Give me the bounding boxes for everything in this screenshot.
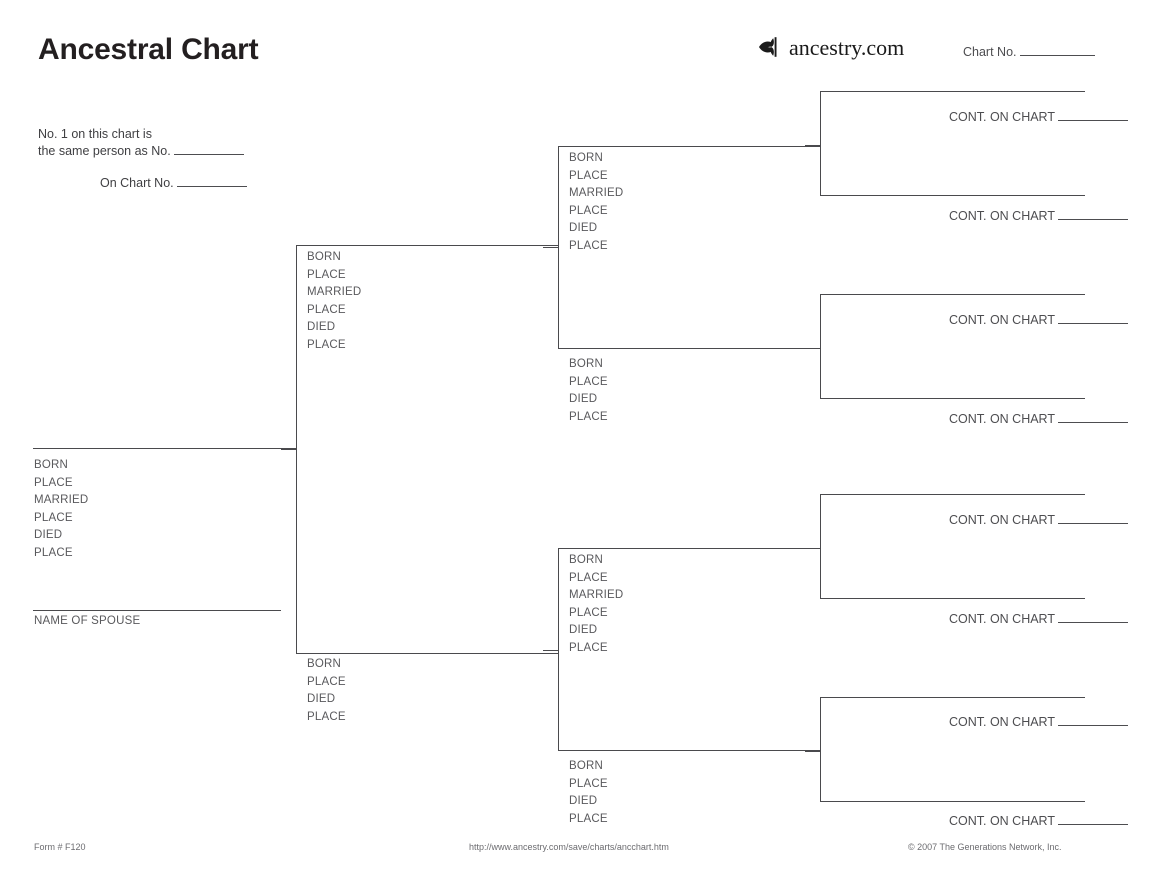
cont-on-chart-label: CONT. ON CHART <box>948 715 1055 729</box>
field-born: BORN <box>569 358 604 370</box>
footer-form-number: Form # F120 <box>34 842 86 852</box>
field-place: PLACE <box>569 571 608 584</box>
cont-on-chart-blank[interactable] <box>1058 323 1128 324</box>
field-married: MARRIED <box>307 286 362 298</box>
cont-on-chart-label: CONT. ON CHART <box>948 110 1055 124</box>
field-place: PLACE <box>569 777 608 790</box>
on-chart-no-blank[interactable] <box>176 186 247 187</box>
person-2-fields: BORN PLACE MARRIED PLACE DIED PLACE <box>307 249 361 354</box>
footer-copyright: © 2007 The Generations Network, Inc. <box>908 842 1062 852</box>
cont-on-chart-blank[interactable] <box>1058 824 1128 825</box>
cont-on-chart-5[interactable]: CONT. ON CHART <box>880 513 1128 527</box>
generation-4-bracket-4 <box>820 697 1085 802</box>
chart-no-label: Chart No. <box>963 45 1017 59</box>
generation-4-connector-3 <box>805 548 821 549</box>
field-place: PLACE <box>569 606 608 619</box>
field-died: DIED <box>569 795 598 807</box>
person-3-fields: BORN PLACE DIED PLACE <box>307 656 346 726</box>
field-born: BORN <box>569 152 604 164</box>
cont-on-chart-3[interactable]: CONT. ON CHART <box>880 313 1128 327</box>
person-5-fields: BORN PLACE DIED PLACE <box>569 356 608 426</box>
generation-3-connector-upper <box>543 247 559 248</box>
field-place: PLACE <box>307 338 346 351</box>
cont-on-chart-blank[interactable] <box>1058 120 1128 121</box>
field-born: BORN <box>34 459 69 471</box>
cont-on-chart-label: CONT. ON CHART <box>948 814 1055 828</box>
generation-2-connector <box>281 449 297 450</box>
intro-line-3: On Chart No. <box>100 176 247 190</box>
field-place: PLACE <box>569 169 608 182</box>
field-place: PLACE <box>34 546 73 559</box>
cont-on-chart-6[interactable]: CONT. ON CHART <box>880 612 1128 626</box>
generation-4-connector-1 <box>805 145 821 146</box>
intro-line-2: the same person as No. <box>38 144 244 158</box>
field-died: DIED <box>307 693 336 705</box>
person-1-name-line[interactable] <box>33 448 297 449</box>
field-born: BORN <box>307 251 342 263</box>
cont-on-chart-blank[interactable] <box>1058 622 1128 623</box>
spouse-label: NAME OF SPOUSE <box>34 615 141 627</box>
person-1-fields: BORN PLACE MARRIED PLACE DIED PLACE <box>34 457 88 562</box>
cont-on-chart-blank[interactable] <box>1058 422 1128 423</box>
field-place: PLACE <box>569 410 608 423</box>
generation-3-connector-lower <box>543 650 559 651</box>
cont-on-chart-blank[interactable] <box>1058 725 1128 726</box>
generation-4-bracket-1 <box>820 91 1085 196</box>
intro-line-2-text: the same person as No. <box>38 144 171 158</box>
field-place: PLACE <box>34 511 73 524</box>
field-place: PLACE <box>307 268 346 281</box>
ancestry-leaf-icon <box>757 36 787 58</box>
cont-on-chart-label: CONT. ON CHART <box>948 412 1055 426</box>
field-place: PLACE <box>307 675 346 688</box>
intro-line-1: No. 1 on this chart is <box>38 127 152 141</box>
field-married: MARRIED <box>569 187 624 199</box>
chart-no-blank[interactable] <box>1019 55 1095 56</box>
field-died: DIED <box>569 222 598 234</box>
cont-on-chart-2[interactable]: CONT. ON CHART <box>880 209 1128 223</box>
generation-4-connector-4 <box>805 751 821 752</box>
cont-on-chart-label: CONT. ON CHART <box>948 209 1055 223</box>
field-died: DIED <box>34 529 63 541</box>
person-7-fields: BORN PLACE DIED PLACE <box>569 758 608 828</box>
field-place: PLACE <box>569 239 608 252</box>
ancestry-brand-logo: ancestry.com <box>757 33 904 59</box>
cont-on-chart-blank[interactable] <box>1058 523 1128 524</box>
page-title: Ancestral Chart <box>38 33 259 66</box>
cont-on-chart-4[interactable]: CONT. ON CHART <box>880 412 1128 426</box>
cont-on-chart-8[interactable]: CONT. ON CHART <box>880 814 1128 828</box>
field-place: PLACE <box>569 204 608 217</box>
field-married: MARRIED <box>569 589 624 601</box>
same-person-no-blank[interactable] <box>173 154 244 155</box>
field-died: DIED <box>569 393 598 405</box>
chart-no-field[interactable]: Chart No. <box>963 45 1095 59</box>
field-place: PLACE <box>34 476 73 489</box>
cont-on-chart-label: CONT. ON CHART <box>948 612 1055 626</box>
field-born: BORN <box>569 760 604 772</box>
generation-4-bracket-2 <box>820 294 1085 399</box>
field-born: BORN <box>307 658 342 670</box>
field-place: PLACE <box>307 303 346 316</box>
cont-on-chart-blank[interactable] <box>1058 219 1128 220</box>
footer-url[interactable]: http://www.ancestry.com/save/charts/ancc… <box>469 842 669 852</box>
field-died: DIED <box>569 624 598 636</box>
field-born: BORN <box>569 554 604 566</box>
brand-wordmark: ancestry.com <box>789 35 905 60</box>
field-married: MARRIED <box>34 494 89 506</box>
spouse-name-line[interactable] <box>33 610 281 611</box>
cont-on-chart-7[interactable]: CONT. ON CHART <box>880 715 1128 729</box>
field-place: PLACE <box>569 375 608 388</box>
person-6-fields: BORN PLACE MARRIED PLACE DIED PLACE <box>569 552 623 657</box>
cont-on-chart-label: CONT. ON CHART <box>948 313 1055 327</box>
field-place: PLACE <box>569 812 608 825</box>
field-place: PLACE <box>569 641 608 654</box>
field-died: DIED <box>307 321 336 333</box>
person-4-fields: BORN PLACE MARRIED PLACE DIED PLACE <box>569 150 623 255</box>
generation-3-bracket-lower <box>558 548 820 751</box>
cont-on-chart-label: CONT. ON CHART <box>948 513 1055 527</box>
field-place: PLACE <box>307 710 346 723</box>
generation-4-connector-2 <box>805 348 821 349</box>
cont-on-chart-1[interactable]: CONT. ON CHART <box>880 110 1128 124</box>
intro-line-3-text: On Chart No. <box>100 176 174 190</box>
generation-4-bracket-3 <box>820 494 1085 599</box>
